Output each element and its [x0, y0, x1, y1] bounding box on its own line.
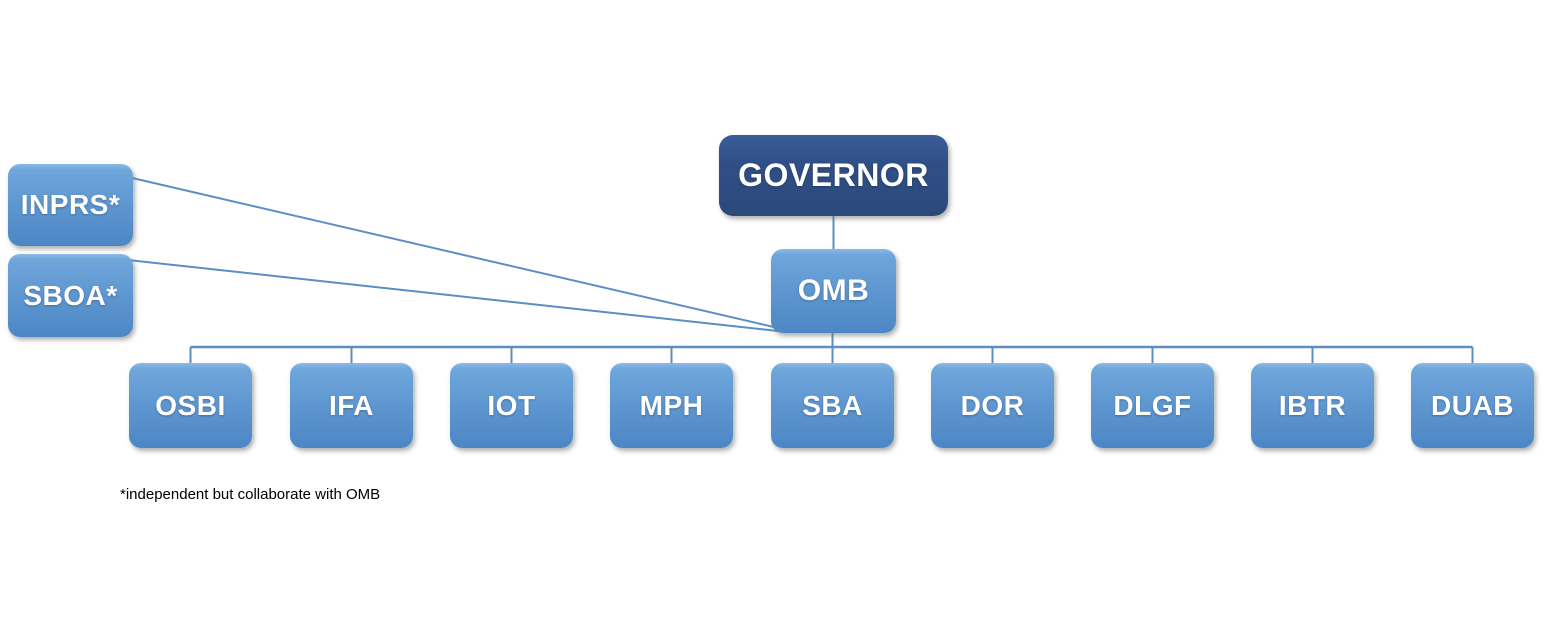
node-duab: DUAB: [1411, 363, 1534, 448]
node-governor: GOVERNOR: [719, 135, 948, 216]
node-iot: IOT: [450, 363, 573, 448]
node-inprs-label: INPRS*: [20, 189, 121, 220]
node-iot-label: IOT: [487, 389, 536, 421]
connector-sboa-omb: [127, 259, 779, 332]
node-ibtr: IBTR: [1251, 363, 1374, 448]
node-ifa: IFA: [290, 363, 413, 448]
node-inprs: INPRS*: [8, 164, 133, 246]
node-omb: OMB: [771, 249, 896, 333]
node-duab-label: DUAB: [1431, 389, 1514, 421]
node-sba: SBA: [771, 363, 894, 448]
node-omb-label: OMB: [797, 274, 870, 307]
node-dor-label: DOR: [960, 389, 1025, 421]
node-sboa-label: SBOA*: [23, 279, 118, 311]
node-mph: MPH: [610, 363, 733, 448]
node-ibtr-label: IBTR: [1278, 389, 1347, 421]
node-dlgf: DLGF: [1091, 363, 1214, 448]
node-dlgf-label: DLGF: [1113, 389, 1192, 421]
node-osbi: OSBI: [129, 363, 252, 448]
node-dor: DOR: [931, 363, 1054, 448]
node-sba-label: SBA: [802, 389, 863, 421]
connector-inprs-omb: [127, 176, 779, 329]
footnote: *independent but collaborate with OMB: [120, 486, 381, 503]
node-mph-label: MPH: [639, 389, 704, 421]
node-osbi-label: OSBI: [155, 389, 226, 421]
node-sboa: SBOA*: [8, 254, 133, 337]
node-governor-label: GOVERNOR: [738, 157, 929, 193]
node-ifa-label: IFA: [328, 389, 375, 421]
